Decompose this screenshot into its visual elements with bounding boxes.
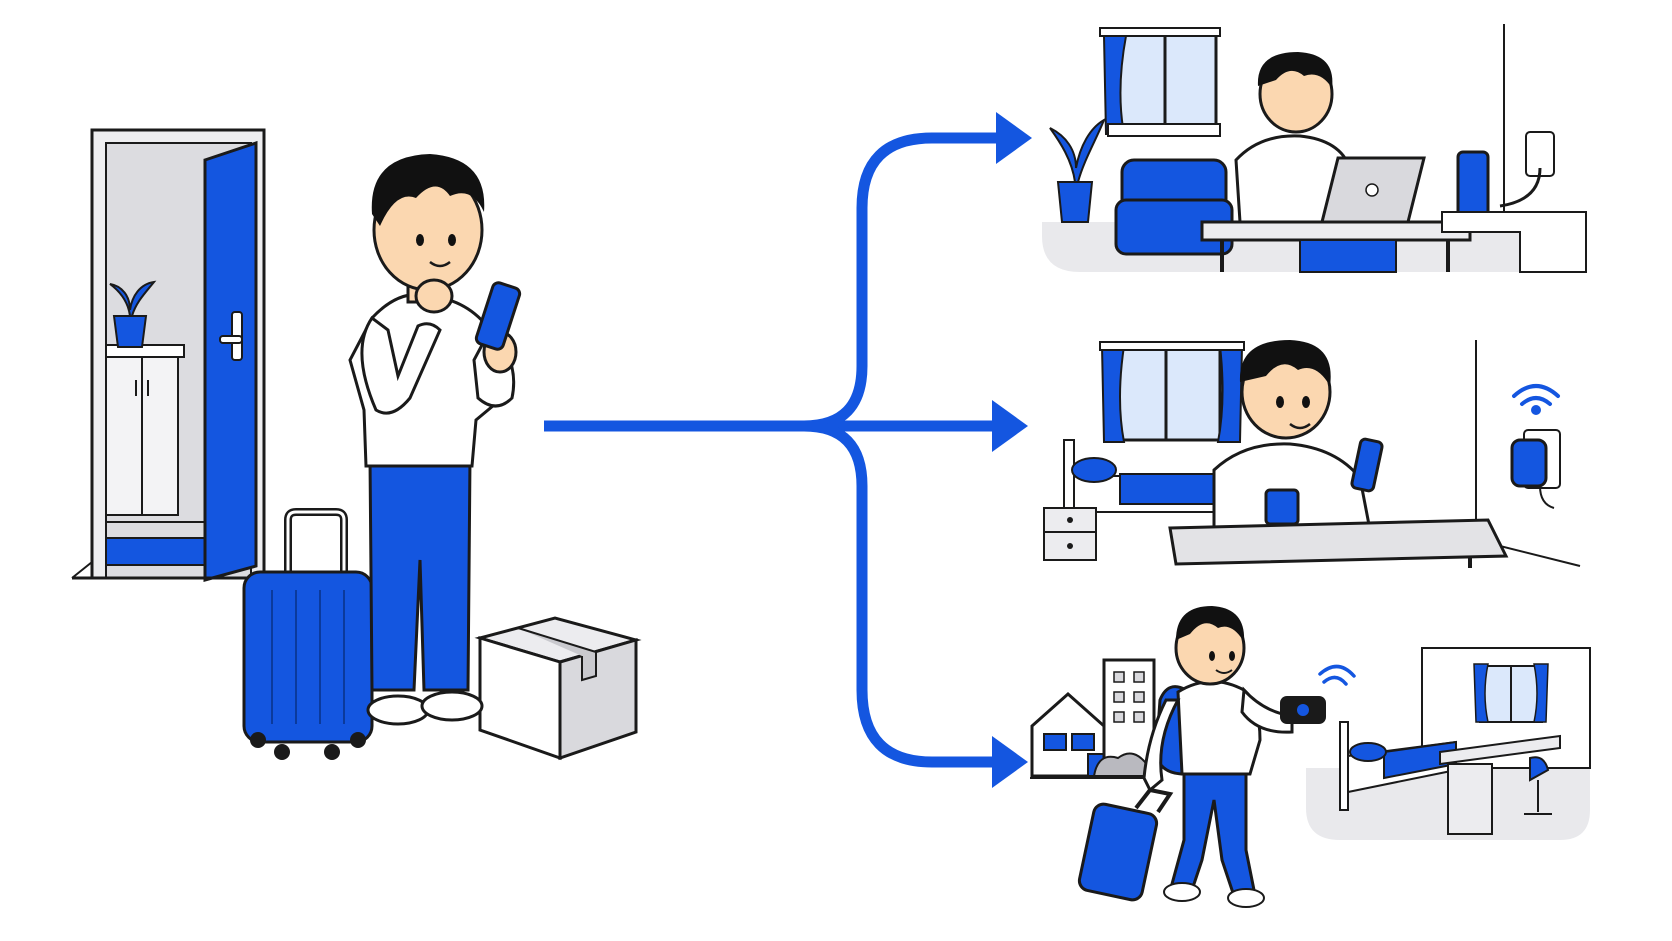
- scene-pocket-wifi-travel: [1030, 606, 1591, 908]
- wifi-icon-pocket: [1318, 664, 1356, 686]
- suitcase: [242, 508, 374, 760]
- scene-plug-in-router: [1040, 340, 1581, 568]
- open-door: [203, 140, 258, 582]
- rolling-suitcase-icon: [1077, 802, 1159, 902]
- arrow-branch-top: [803, 132, 1000, 432]
- arrowhead-bottom: [992, 736, 1028, 788]
- arrowhead-top: [996, 112, 1032, 164]
- doorway: [71, 128, 266, 582]
- left-scene: [71, 128, 642, 761]
- arrow-branch-bottom: [803, 420, 996, 768]
- traveller-with-pocket-wifi: [1077, 606, 1356, 908]
- smartphone-icon-middle: [1350, 437, 1384, 493]
- person-thinking-with-phone: [348, 154, 522, 726]
- wifi-icon: [1512, 384, 1560, 415]
- plug-in-router-icon: [1510, 438, 1548, 488]
- scene-home-fixed-internet: [1042, 24, 1587, 273]
- plant-pot-icon: [112, 315, 148, 348]
- arrowheads: [992, 112, 1032, 788]
- hotel-room: [1306, 647, 1591, 840]
- city-buildings: [1030, 658, 1156, 779]
- cardboard-box: [474, 616, 642, 761]
- branching-arrows: [544, 132, 1000, 768]
- smartphone-icon: [474, 281, 522, 351]
- arrowhead-middle: [992, 400, 1028, 452]
- coffee-mug-icon: [1264, 488, 1300, 526]
